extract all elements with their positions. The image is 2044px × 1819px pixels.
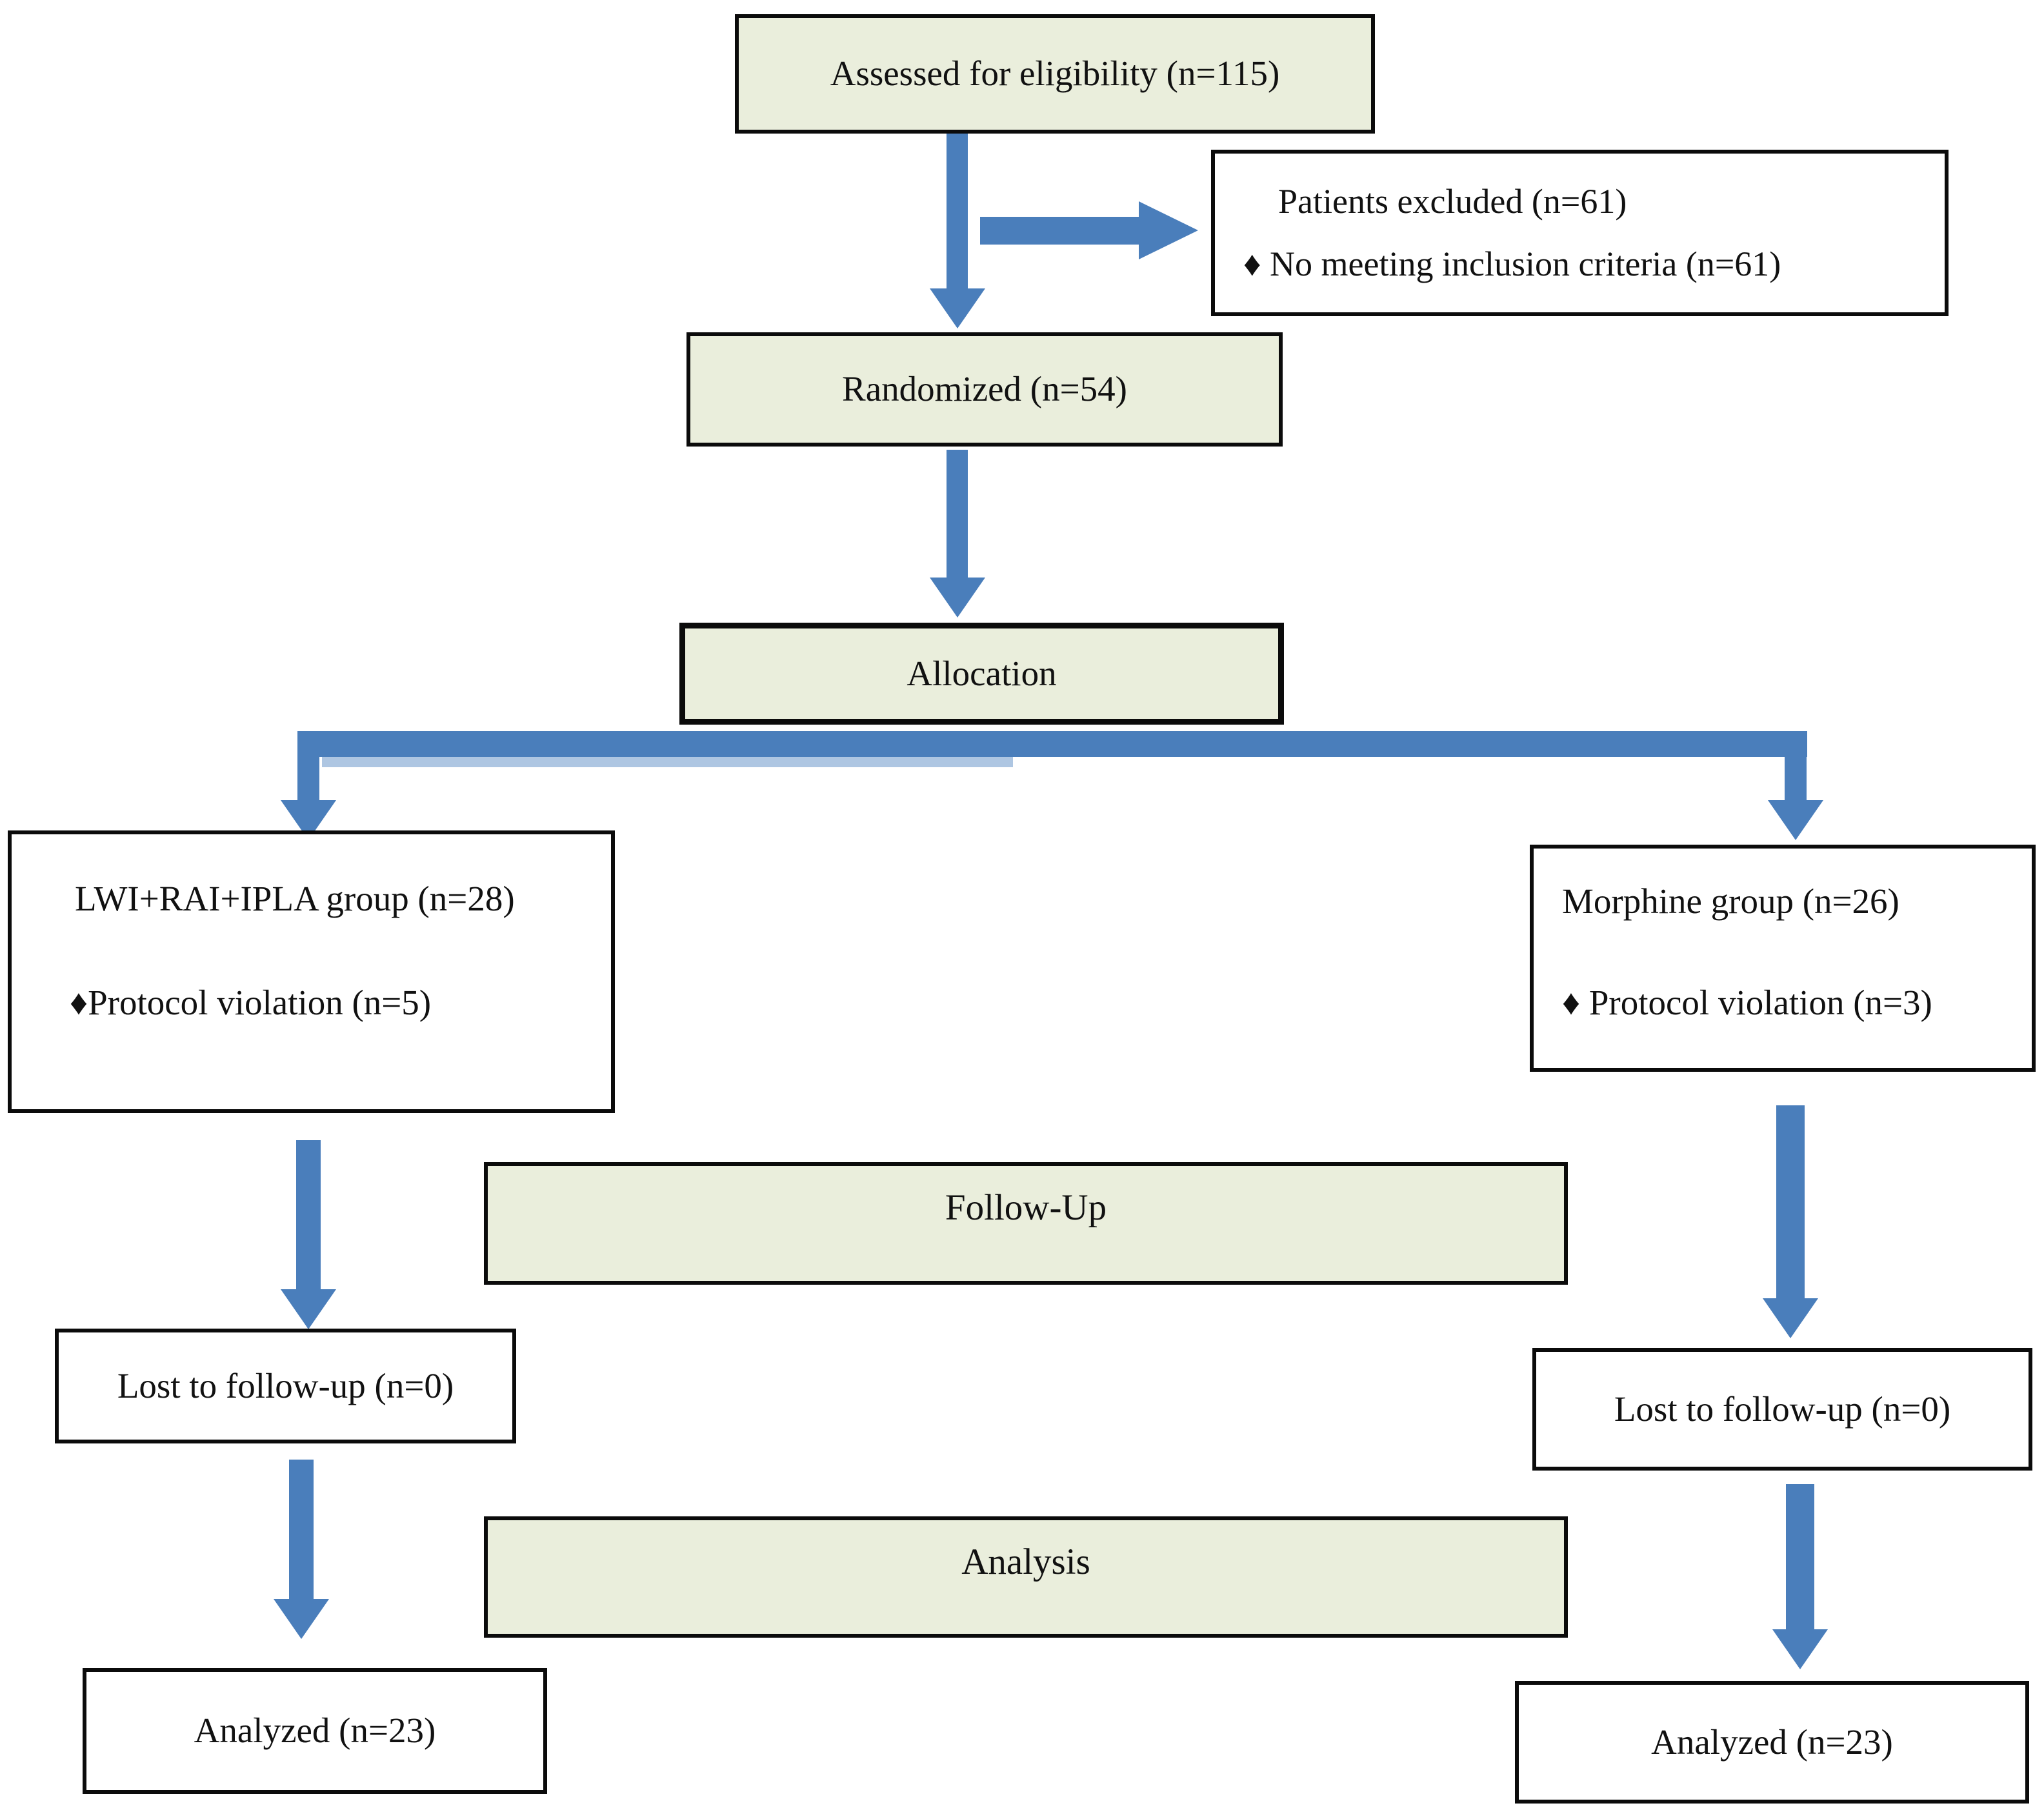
- box-analyzed-left: Analyzed (n=23): [83, 1668, 547, 1794]
- box-allocation-label: Allocation: [907, 653, 1057, 693]
- arrow-head-down-icon: [274, 1599, 329, 1639]
- arrow-head-down-icon: [1768, 800, 1823, 840]
- box-assessed-eligibility-label: Assessed for eligibility (n=115): [830, 54, 1280, 94]
- banner-analysis: Analysis: [484, 1516, 1568, 1638]
- connector-horizontal-bar: [297, 731, 1807, 757]
- box-lost-followup-left-label: Lost to follow-up (n=0): [117, 1365, 454, 1405]
- excluded-line2: ♦ No meeting inclusion criteria (n=61): [1243, 245, 1781, 283]
- arrow-shaft: [947, 134, 968, 288]
- arrow-shaft: [296, 1140, 321, 1289]
- arrow-shaft: [1785, 757, 1807, 800]
- banner-follow-up: Follow-Up: [484, 1162, 1568, 1285]
- box-analyzed-right: Analyzed (n=23): [1515, 1681, 2029, 1804]
- connector-highlight-strip: [322, 757, 1013, 767]
- arrow-shaft: [980, 217, 1139, 245]
- banner-analysis-label: Analysis: [961, 1542, 1090, 1582]
- box-group-lwi-rai-ipla: LWI+RAI+IPLA group (n=28) ♦Protocol viol…: [8, 830, 615, 1113]
- box-randomized: Randomized (n=54): [686, 332, 1283, 447]
- excluded-line1: Patients excluded (n=61): [1278, 181, 1627, 221]
- arrow-shaft: [289, 1460, 314, 1599]
- box-analyzed-left-label: Analyzed (n=23): [194, 1711, 436, 1751]
- arrow-head-down-icon: [1763, 1298, 1818, 1338]
- arrow-head-down-icon: [1772, 1629, 1828, 1669]
- arrow-shaft: [1776, 1105, 1805, 1298]
- box-analyzed-right-label: Analyzed (n=23): [1651, 1722, 1893, 1762]
- box-lost-followup-right-label: Lost to follow-up (n=0): [1614, 1389, 1951, 1429]
- arrow-head-right-icon: [1139, 201, 1198, 259]
- arrow-head-down-icon: [281, 1289, 336, 1329]
- group-right-line1: Morphine group (n=26): [1562, 881, 1899, 921]
- arrow-head-down-icon: [930, 288, 985, 328]
- arrow-shaft: [297, 757, 319, 800]
- group-left-line1: LWI+RAI+IPLA group (n=28): [75, 879, 515, 918]
- arrow-shaft: [1786, 1484, 1814, 1629]
- box-randomized-label: Randomized (n=54): [842, 369, 1127, 409]
- banner-follow-up-label: Follow-Up: [945, 1187, 1107, 1228]
- box-assessed-eligibility: Assessed for eligibility (n=115): [735, 14, 1375, 134]
- box-group-morphine: Morphine group (n=26) ♦ Protocol violati…: [1530, 845, 2036, 1072]
- box-allocation: Allocation: [679, 623, 1284, 725]
- box-lost-followup-right: Lost to follow-up (n=0): [1532, 1348, 2032, 1471]
- arrow-head-down-icon: [930, 578, 985, 618]
- group-right-line2: ♦ Protocol violation (n=3): [1562, 982, 1932, 1022]
- arrow-shaft: [947, 450, 968, 578]
- group-left-line2: ♦Protocol violation (n=5): [70, 982, 432, 1022]
- box-patients-excluded: Patients excluded (n=61) ♦ No meeting in…: [1211, 150, 1949, 316]
- box-lost-followup-left: Lost to follow-up (n=0): [55, 1329, 516, 1443]
